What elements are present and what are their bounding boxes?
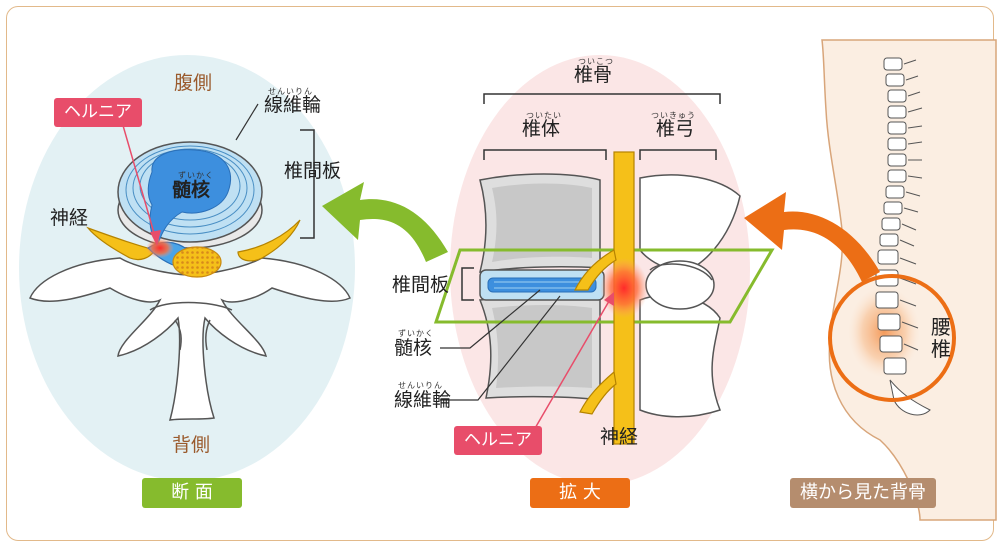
spinous-processes — [899, 59, 923, 351]
annulus-label-zoom: 線維輪 — [394, 389, 452, 411]
section-plane — [433, 248, 775, 324]
spine-column — [875, 57, 931, 416]
posterior-label: 背側 — [172, 434, 211, 456]
nucleus-label-left: 髄核 — [172, 179, 211, 201]
nucleus-label-zoom: 髄核 — [394, 337, 433, 359]
vertebra-cross-section — [28, 257, 351, 421]
green-curved-arrow — [322, 182, 448, 262]
hernia-compression-glow — [146, 238, 174, 258]
hernia-tag-left: ヘルニア — [54, 98, 142, 127]
side-view-badge: 横から見た背骨 — [790, 478, 936, 508]
lumbar-label: 腰椎 — [931, 315, 951, 361]
disc-label-zoom: 椎間板 — [392, 274, 450, 296]
disc-cross-section — [117, 141, 263, 249]
vertebra-label: 椎骨 — [574, 64, 613, 86]
hernia-tag-zoom: ヘルニア — [454, 426, 542, 455]
disc-label-left: 椎間板 — [284, 160, 342, 182]
nerve-label-left: 神経 — [50, 207, 89, 229]
nucleus-ruby-left: ずいかく — [178, 171, 214, 180]
disc-slab — [479, 269, 605, 301]
spinal-cord-mesh — [172, 246, 222, 278]
nerve-label-zoom: 神経 — [600, 426, 639, 448]
zoom-leaders — [440, 289, 561, 401]
body-ruby: ついたい — [526, 111, 562, 120]
zoom-brackets — [461, 93, 721, 301]
hernia-glow-zoom — [600, 258, 648, 318]
anterior-label: 腹側 — [174, 72, 213, 94]
body-label: 椎体 — [522, 118, 561, 140]
arch-ruby: ついきゅう — [651, 111, 696, 120]
lumbar-highlight-circle — [828, 274, 956, 402]
zoom-badge: 拡 大 — [530, 478, 630, 508]
annulus-label-left: 線維輪 — [264, 94, 322, 116]
vertebra-ruby: ついこつ — [578, 57, 614, 66]
hernia-pointer-zoom — [533, 295, 613, 431]
annulus-ruby-zoom: せんいりん — [398, 381, 443, 390]
arch-label: 椎弓 — [656, 118, 695, 140]
orange-curved-arrow — [744, 192, 880, 282]
lumbar-glow — [848, 286, 920, 378]
vertebral-arch — [639, 174, 741, 418]
annulus-ruby-left: せんいりん — [268, 87, 313, 96]
annulus-leader-left — [235, 103, 259, 141]
nucleus-ruby-zoom: ずいかく — [398, 329, 434, 338]
cross-section-badge: 断 面 — [142, 478, 242, 508]
hernia-pointer-left — [121, 121, 157, 241]
disc-bracket-left — [300, 129, 315, 239]
